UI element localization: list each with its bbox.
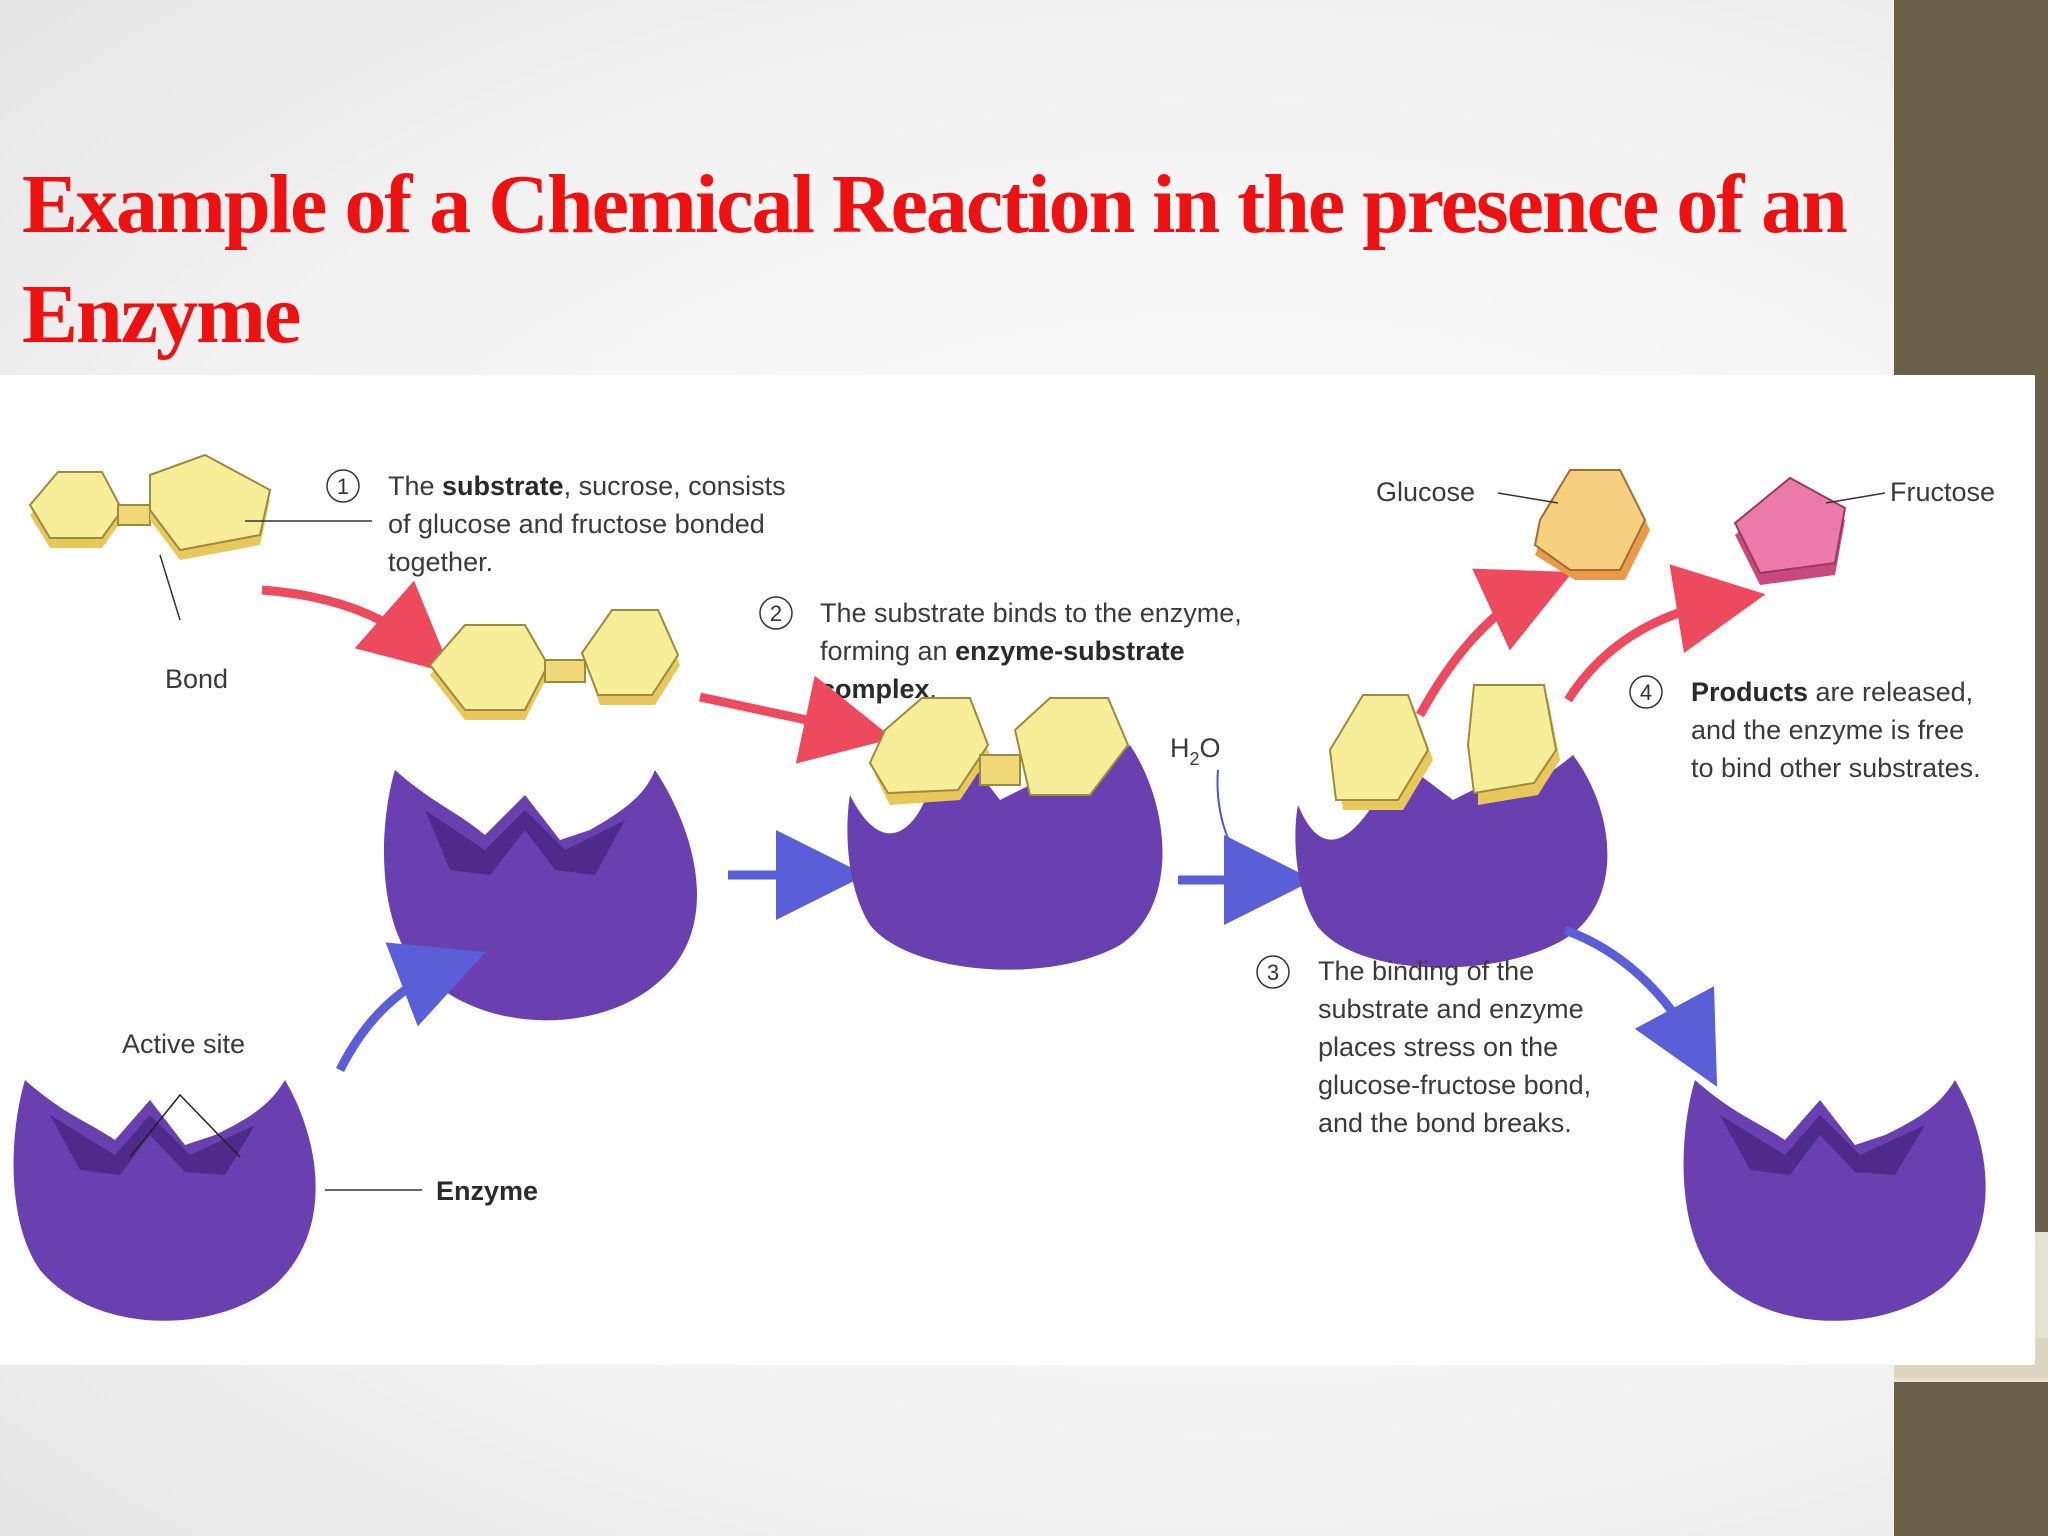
active-site-label: Active site xyxy=(122,1029,245,1059)
step-1-text-run: together. xyxy=(388,547,493,577)
enzyme-with-active-site xyxy=(13,1080,316,1321)
bond-leader-line xyxy=(159,554,181,621)
step-2-text-run: . xyxy=(930,674,938,704)
arrow-release-fructose xyxy=(1564,564,1766,703)
step-1-text: The substrate, sucrose, consists of gluco… xyxy=(388,471,786,577)
slide-title: Example of a Chemical Reaction in the pr… xyxy=(22,158,1848,361)
svg-text:2: 2 xyxy=(770,601,782,626)
step-3-text-run: and the bond breaks. xyxy=(1318,1108,1572,1138)
step-4-text-run: and the enzyme is free xyxy=(1691,715,1964,745)
free-substrate-sucrose xyxy=(28,453,272,560)
enzyme-freed xyxy=(1683,1080,1986,1321)
enzyme-reaction-diagram: Bond 1 The substrate, sucrose, consists o… xyxy=(13,453,1995,1321)
step-4-text-run: Products xyxy=(1691,677,1808,707)
svg-text:3: 3 xyxy=(1267,960,1279,985)
arrow-substrate-to-enzyme xyxy=(261,580,453,674)
enzyme-split-complex xyxy=(1295,684,1608,968)
step-2-text-run: enzyme-substrate xyxy=(955,636,1185,666)
fructose-molecule xyxy=(1733,476,1847,585)
water-arrow xyxy=(1216,769,1259,872)
step-1-text-run: substrate xyxy=(442,471,564,501)
step-3-text-run: The binding of the xyxy=(1318,956,1534,986)
glucose-molecule xyxy=(1533,469,1650,580)
step-1-marker: 1 xyxy=(326,469,360,503)
enzyme-2 xyxy=(383,770,697,1021)
step-2-text: The substrate binds to the enzyme, formin… xyxy=(820,598,1242,704)
active-site-pointer xyxy=(129,1093,241,1158)
bond-label: Bond xyxy=(165,664,228,694)
step-3-text-run: glucose-fructose bond, xyxy=(1318,1070,1591,1100)
step-4-text-run: are released, xyxy=(1808,677,1973,707)
step-2-text-run: complex xyxy=(820,674,930,704)
enzyme-label: Enzyme xyxy=(436,1176,538,1206)
enzyme-substrate-complex xyxy=(847,697,1163,970)
step-1-text-run: of glucose and fructose bonded xyxy=(388,509,765,539)
arrow-to-complex xyxy=(699,675,894,764)
glucose-label: Glucose xyxy=(1376,477,1475,507)
svg-text:H2O: H2O xyxy=(1170,733,1221,769)
step-2-text-run: The substrate binds to the enzyme, xyxy=(820,598,1242,628)
step-2-text-run: forming an xyxy=(820,636,955,666)
step-3-text-run: substrate and enzyme xyxy=(1318,994,1584,1024)
svg-text:4: 4 xyxy=(1640,680,1652,705)
step-2-marker: 2 xyxy=(759,596,793,630)
step-4-text-run: to bind other substrates. xyxy=(1691,753,1981,783)
step-3-text-run: places stress on the xyxy=(1318,1032,1558,1062)
water-label: H2O xyxy=(1170,733,1221,769)
enzyme-diagram-panel: Bond 1 The substrate, sucrose, consists o… xyxy=(0,375,2035,1365)
step-1-text-run: The xyxy=(388,471,442,501)
step-4-text: Products are released, and the enzyme is … xyxy=(1691,677,1981,783)
step-1-text-run: , sucrose, consists xyxy=(564,471,786,501)
arrow-enzyme-freed xyxy=(1563,925,1718,1087)
step-3-marker: 3 xyxy=(1256,955,1290,989)
svg-text:1: 1 xyxy=(337,474,349,499)
arrow-enzyme-approach xyxy=(335,942,486,1073)
arrow-release-glucose xyxy=(1416,568,1573,718)
floating-substrate xyxy=(428,609,680,720)
step-4-marker: 4 xyxy=(1629,675,1663,709)
step-3-text: The binding of the substrate and enzyme pl… xyxy=(1318,956,1591,1138)
fructose-label: Fructose xyxy=(1890,477,1995,507)
